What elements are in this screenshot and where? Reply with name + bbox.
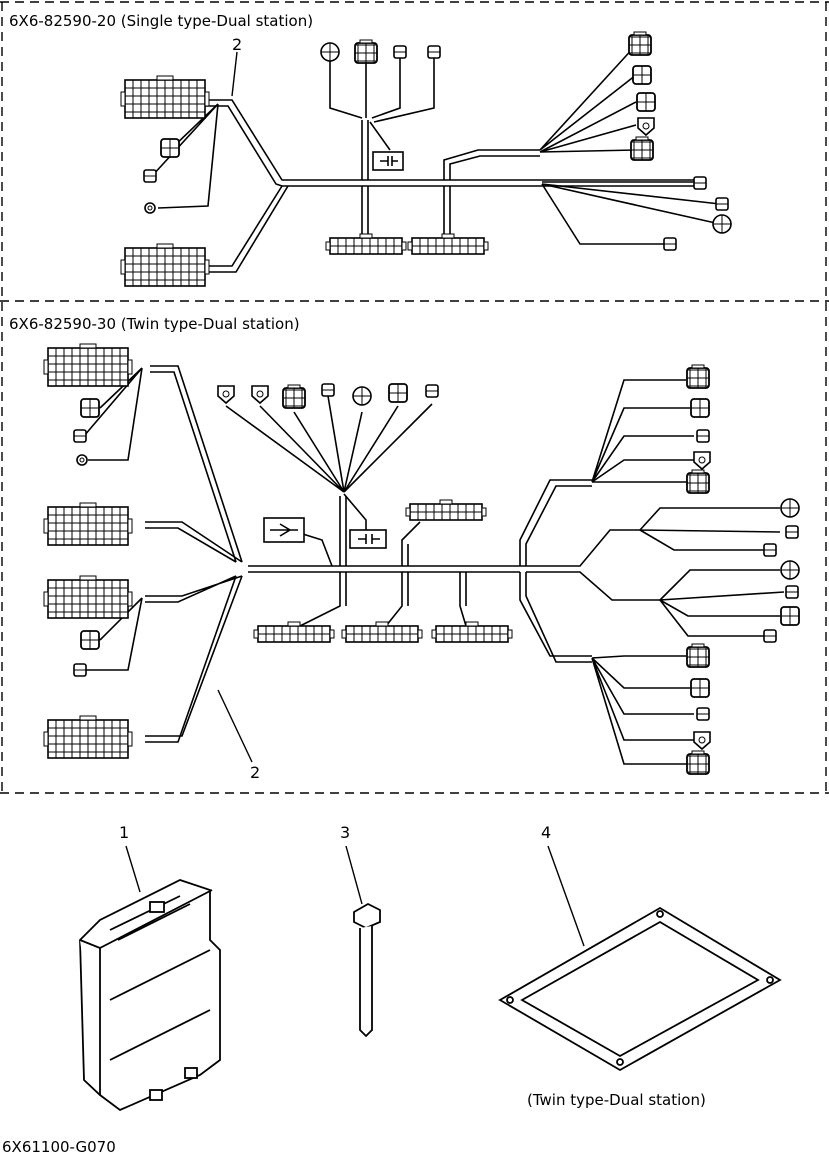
- cable-tie: [353, 902, 381, 1038]
- section2-title: 6X6-82590-30 (Twin type-Dual station): [9, 315, 300, 333]
- harness-single-type: [151, 44, 721, 273]
- callout-item-3: 3: [340, 823, 350, 842]
- section-frames: [0, 1, 829, 794]
- callout-item-1: 1: [119, 823, 129, 842]
- drawing-code: 6X61100-G070: [2, 1138, 116, 1155]
- callout-harness-single: 2: [232, 35, 242, 54]
- control-unit: [79, 879, 221, 1112]
- section1-title: 6X6-82590-20 (Single type-Dual station): [9, 12, 313, 30]
- callout-item-4: 4: [541, 823, 551, 842]
- gasket: [498, 906, 782, 1072]
- item-4-caption: (Twin type-Dual station): [527, 1091, 706, 1109]
- callout-harness-twin: 2: [250, 763, 260, 782]
- harness-twin-type: [83, 365, 785, 765]
